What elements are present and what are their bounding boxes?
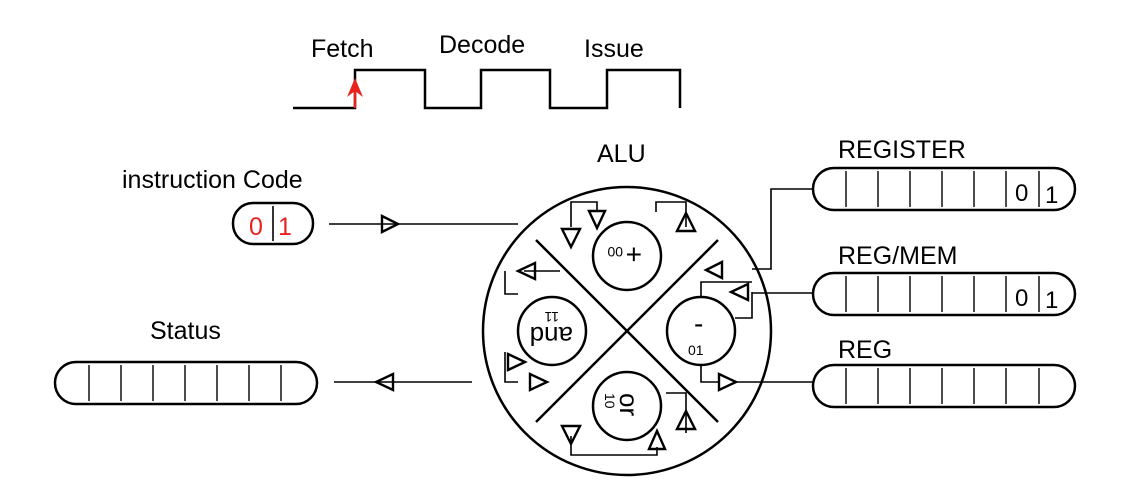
reg-label: REG: [838, 336, 892, 364]
alu-label: ALU: [597, 140, 646, 168]
status-arrow-left-icon: [373, 372, 395, 392]
and-input-a-arrow-icon: [515, 261, 537, 281]
op-add-symbol: +: [626, 239, 642, 270]
instruction-code-label: instruction Code: [122, 166, 303, 194]
reg-mem-label: REG/MEM: [838, 242, 957, 270]
op-and-symbol: and: [530, 321, 573, 351]
alu-op-or: or 10: [560, 370, 697, 456]
or-output-arrow-icon: [675, 408, 697, 431]
op-sub-symbol: -: [694, 308, 703, 339]
op-or-code: 10: [602, 393, 618, 409]
op-add-code: 00: [607, 244, 623, 260]
op-and-code: 11: [544, 309, 559, 325]
alu-outer-circle: [481, 185, 773, 477]
op-sub-code: 01: [688, 342, 704, 358]
alu-to-status-wire: [334, 372, 472, 392]
instruction-to-alu-wire: [329, 214, 518, 234]
clock-signal: [293, 68, 682, 110]
register-box-reg: REG: [811, 336, 1077, 409]
and-output-arrow-icon: [528, 372, 550, 392]
status-register: [53, 360, 319, 406]
stage-issue-label: Issue: [584, 35, 644, 63]
instruction-bit-0: 0: [249, 213, 263, 241]
or-input-a-arrow-icon: [560, 424, 582, 447]
status-label: Status: [150, 317, 221, 345]
register-bit-0: 0: [1015, 180, 1028, 207]
stage-fetch-label: Fetch: [311, 35, 374, 63]
register-to-alu-wire: [752, 188, 813, 270]
rising-edge-arrow-icon: [347, 78, 363, 97]
add-input-b-arrow-icon: [587, 209, 607, 231]
stage-decode-label: Decode: [439, 31, 525, 59]
register-label: REGISTER: [838, 136, 966, 164]
register-box-reg-mem: REG/MEM 0 1: [811, 242, 1077, 317]
add-input-a-arrow-icon: [560, 227, 582, 250]
register-bit-1: 1: [1045, 182, 1058, 209]
alu-op-and: and 11: [504, 261, 588, 392]
alu-op-add: + 00: [560, 201, 697, 292]
alu-divider-b: [535, 239, 719, 423]
instruction-bit-1: 1: [278, 213, 292, 241]
sub-input-a-arrow-icon: [703, 260, 724, 280]
reg-mem-bit-1: 1: [1045, 287, 1058, 314]
reg-mem-bit-0: 0: [1015, 285, 1028, 312]
alu-op-sub: - 01: [665, 260, 753, 392]
input-arrow-right-icon: [380, 214, 401, 234]
op-or-symbol: or: [614, 393, 644, 416]
clock-waveform: [293, 68, 682, 110]
register-box-register: REGISTER 0 1: [811, 136, 1077, 212]
sub-output-arrow-icon: [717, 372, 739, 392]
and-input-b-arrow-icon: [506, 352, 528, 372]
instruction-code-register: 0 1: [231, 201, 315, 246]
alu-unit: + 00 - 01 or 10: [481, 185, 773, 477]
or-input-b-arrow-icon: [647, 428, 667, 451]
add-output-arrow-icon: [675, 210, 697, 233]
sub-input-b-arrow-icon: [728, 282, 750, 302]
